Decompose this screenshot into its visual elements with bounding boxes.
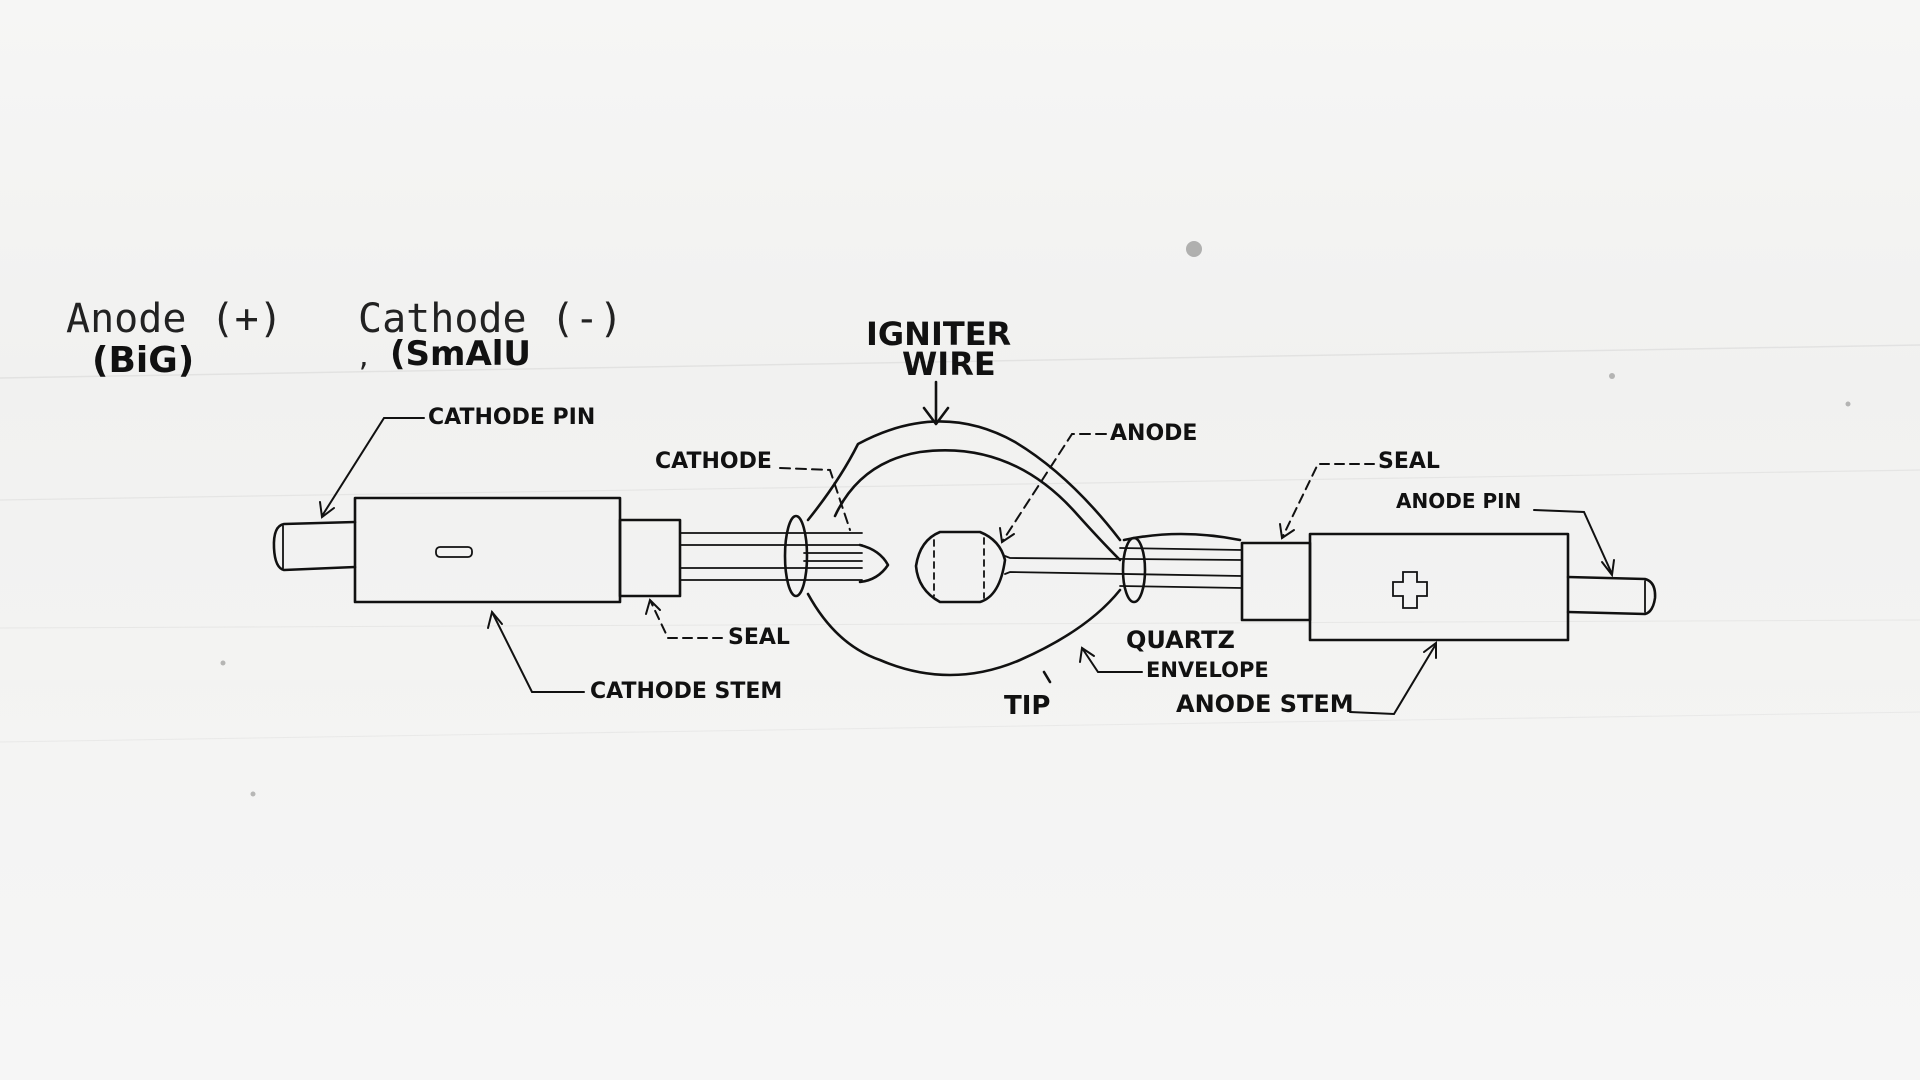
quartz-label: QUARTZ (1126, 626, 1235, 654)
cathode-seal (618, 518, 682, 598)
minus-sign-icon (435, 546, 473, 558)
anode-pin (1566, 575, 1657, 616)
igniter-label-line1: IGNITER (866, 315, 1011, 353)
seal-left-label: SEAL (728, 625, 790, 650)
anode-electrode (914, 530, 1007, 604)
cathode-electrode (858, 543, 890, 584)
tip-label: TIP (1004, 691, 1050, 721)
tip-mark (1042, 670, 1052, 684)
anode-seal (1240, 541, 1312, 622)
anode-stem-leader (1349, 643, 1437, 716)
anode-leader (1001, 433, 1107, 543)
cathode-stem-label: CATHODE STEM (590, 679, 782, 704)
anode-rod (1004, 547, 1243, 589)
title-block: Anode (+) Cathode (-) (BiG) , (SmAlU (66, 296, 623, 381)
anode-arrowhead (999, 527, 1015, 544)
ink-speck (220, 660, 226, 666)
anode-stem-label: ANODE STEM (1176, 690, 1354, 718)
cathode-pin-leader (321, 417, 425, 517)
ink-speck (1186, 241, 1202, 257)
igniter-wire-top (1122, 532, 1242, 542)
anode-label: ANODE (1110, 421, 1197, 446)
anode-note: (BiG) (92, 340, 194, 381)
anode-pin-label: ANODE PIN (1396, 489, 1521, 513)
envelope-leader (1081, 647, 1143, 673)
quartz-envelope (806, 420, 1122, 677)
anode-pin-arrowhead (1601, 559, 1615, 578)
anode-stem-arrowhead (1423, 641, 1437, 659)
seal-right-leader (1281, 463, 1375, 539)
anode-stem (1308, 532, 1570, 642)
cathode-rod (679, 532, 863, 581)
title-separator: , (356, 343, 372, 373)
anode-wire-loop (1121, 536, 1147, 604)
paper-texture (0, 241, 1920, 797)
ink-speck (250, 791, 256, 797)
igniter-label-line2: WIRE (902, 345, 996, 383)
down-arrow-icon (922, 380, 950, 426)
cathode-leader (779, 467, 851, 531)
plus-sign-icon (1392, 571, 1428, 609)
envelope-arrowhead (1079, 646, 1095, 663)
seal-left-arrowhead (645, 598, 661, 615)
cathode-stem (353, 496, 622, 604)
cathode-note: (SmAlU (390, 334, 531, 374)
cathode-stem-arrowhead (487, 609, 503, 629)
cathode-pin-label: CATHODE PIN (428, 405, 595, 430)
cathode-pin-arrowhead (319, 501, 335, 519)
seal-left-leader (649, 599, 723, 639)
cathode-label: CATHODE (655, 449, 772, 474)
cathode-wire-loop (783, 514, 809, 598)
envelope-label: ENVELOPE (1146, 658, 1269, 682)
anode-pin-leader (1533, 509, 1613, 575)
cathode-stem-leader (491, 611, 585, 693)
seal-right-arrowhead (1279, 523, 1295, 540)
anode-title: Anode (+) (66, 296, 283, 342)
cathode-pin (272, 520, 357, 572)
ink-speck (1845, 401, 1851, 407)
cathode-title: Cathode (-) (358, 296, 623, 342)
ink-speck (1609, 373, 1615, 379)
seal-right-label: SEAL (1378, 449, 1440, 474)
